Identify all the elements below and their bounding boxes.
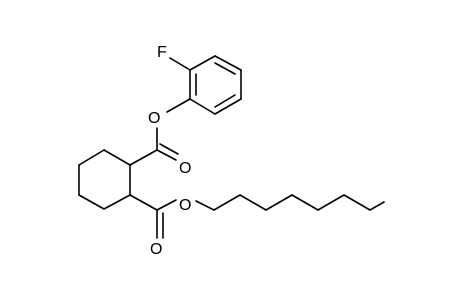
- fluorophenyl-ring: [189, 55, 242, 115]
- fluorine-label: F: [157, 44, 167, 61]
- heptyl-ester-oxygen-label: O: [179, 197, 191, 214]
- ring-bond: [103, 149, 131, 166]
- ring-bond: [214, 98, 242, 115]
- ring-bond: [78, 194, 105, 210]
- ring-bond: [189, 98, 216, 115]
- chain-bond: [239, 194, 267, 211]
- ring-bond: [78, 149, 105, 166]
- aryl-oxygen-bond: [166, 98, 191, 113]
- ring-carbonyl-bond: [129, 149, 158, 166]
- carbonyl-oxygen-label: O: [179, 160, 191, 177]
- aromatic-double-bond: [214, 94, 236, 108]
- ester-oxygen-label: O: [148, 110, 160, 127]
- chain-bond: [343, 194, 371, 211]
- chain-bond: [369, 201, 385, 211]
- carbon-oxygen-bond: [156, 199, 177, 211]
- chain-bond: [265, 194, 293, 211]
- ring-bond: [103, 194, 131, 210]
- cyclohexane-ring: [78, 149, 131, 210]
- ring-carbonyl-bond: [129, 194, 158, 211]
- chain-bond: [317, 194, 345, 211]
- heptyl-chain: [195, 194, 385, 211]
- lower-carbonyl-oxygen-label: O: [150, 241, 162, 258]
- ring-bond: [189, 55, 216, 71]
- ring-bond: [214, 55, 242, 71]
- carbonyl-double-bond: [156, 149, 177, 161]
- carbonyl-double-bond: [159, 143, 179, 155]
- chain-bond: [195, 200, 215, 211]
- carbon-fluorine-bond: [169, 57, 191, 71]
- aromatic-double-bond: [214, 62, 236, 75]
- chain-bond: [213, 194, 241, 211]
- chain-bond: [291, 194, 319, 211]
